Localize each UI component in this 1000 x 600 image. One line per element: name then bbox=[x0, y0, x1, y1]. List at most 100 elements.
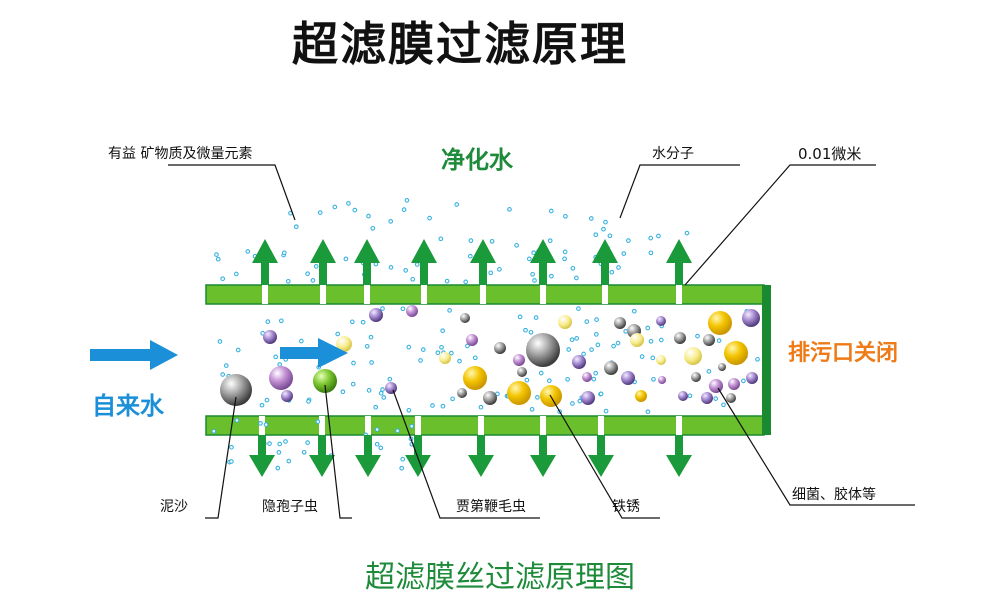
water-dot bbox=[598, 391, 604, 397]
water-dot bbox=[378, 445, 384, 451]
water-dot bbox=[577, 398, 583, 404]
water-dot bbox=[648, 250, 654, 256]
water-dot bbox=[530, 271, 535, 277]
up-arrow-shaft bbox=[261, 262, 269, 285]
up-arrow-icon bbox=[530, 239, 556, 263]
top-pore bbox=[602, 285, 608, 304]
purple-particle bbox=[466, 334, 478, 346]
water-dot bbox=[305, 271, 310, 277]
leader-giardia bbox=[392, 389, 540, 519]
water-dot bbox=[645, 325, 651, 331]
water-dot bbox=[223, 363, 229, 368]
gray-particle bbox=[726, 393, 736, 403]
water-dot bbox=[562, 249, 568, 255]
water-dot bbox=[584, 319, 590, 324]
water-dot bbox=[639, 354, 645, 359]
drain-closed-label: 排污口关闭 bbox=[788, 341, 899, 366]
water-dot bbox=[706, 369, 712, 374]
water-dot bbox=[364, 343, 370, 349]
bottom-pore bbox=[259, 416, 265, 435]
water-dot bbox=[563, 213, 568, 219]
water-dot bbox=[349, 319, 355, 325]
water-dot bbox=[533, 315, 539, 320]
water-dot bbox=[259, 402, 265, 408]
water-dot bbox=[593, 232, 599, 238]
down-arrow-shaft bbox=[414, 435, 422, 457]
water-dot bbox=[594, 317, 599, 322]
water-dot bbox=[528, 329, 534, 335]
label-leader-lines bbox=[168, 164, 915, 519]
water-dot bbox=[211, 428, 217, 434]
bottom-pore bbox=[540, 416, 546, 435]
water-dot bbox=[374, 427, 380, 432]
water-dot bbox=[258, 421, 263, 426]
water-dot bbox=[267, 441, 272, 446]
top-pore bbox=[320, 285, 326, 304]
purple-particle bbox=[701, 392, 713, 404]
water-dot bbox=[656, 233, 661, 239]
cryptosporidium-label: 隐孢子虫 bbox=[262, 499, 318, 515]
water-dot bbox=[214, 252, 219, 257]
water-dot bbox=[449, 350, 454, 356]
water-dot bbox=[378, 390, 384, 396]
water-dot bbox=[532, 278, 537, 283]
water-dot bbox=[406, 344, 412, 350]
water-dot bbox=[648, 235, 654, 241]
down-arrow-icon bbox=[588, 455, 614, 477]
water-dot bbox=[366, 213, 371, 219]
water-dot bbox=[450, 396, 455, 402]
water-dot bbox=[713, 396, 719, 401]
water-dot bbox=[293, 224, 299, 230]
gray-particle bbox=[703, 334, 715, 346]
top-pore bbox=[540, 285, 546, 304]
water-dot bbox=[595, 342, 601, 348]
water-dot bbox=[497, 266, 502, 272]
leader-cryptosporidium bbox=[324, 384, 352, 519]
gray-particle bbox=[457, 388, 467, 398]
up-arrow-shaft bbox=[479, 262, 487, 285]
inflow-arrow-icon bbox=[90, 340, 178, 370]
up-arrow-icon bbox=[252, 239, 278, 263]
up-arrow-shaft bbox=[319, 262, 327, 285]
water-dot bbox=[472, 355, 478, 361]
water-dot bbox=[581, 351, 586, 357]
page-title: 超滤膜过滤原理 bbox=[292, 17, 628, 71]
gray-particle bbox=[718, 363, 726, 371]
water-dot bbox=[574, 275, 579, 281]
water-dot bbox=[478, 404, 484, 410]
water-dot bbox=[410, 276, 416, 282]
up-arrow-shaft bbox=[539, 262, 547, 285]
water-dot bbox=[264, 397, 270, 403]
water-dot bbox=[651, 376, 656, 382]
cream-particle bbox=[558, 315, 572, 329]
down-arrow-shaft bbox=[539, 435, 547, 457]
down-arrow-icon bbox=[666, 455, 692, 477]
water-dot bbox=[514, 242, 519, 248]
up-arrow-icon bbox=[310, 239, 336, 263]
purple-particle bbox=[513, 354, 525, 366]
water-dot bbox=[335, 331, 341, 337]
water-dot bbox=[340, 389, 346, 395]
down-arrow-shaft bbox=[675, 435, 683, 457]
top-pore bbox=[480, 285, 486, 304]
water-dot bbox=[570, 401, 575, 406]
leader-bacteria bbox=[717, 387, 915, 506]
water-dot bbox=[695, 333, 700, 339]
water-dot bbox=[350, 381, 356, 387]
water-dot bbox=[531, 250, 537, 256]
down-arrow-shaft bbox=[318, 435, 326, 457]
water-dot bbox=[507, 207, 512, 212]
water-dot bbox=[447, 308, 452, 313]
gray-particle bbox=[614, 317, 626, 329]
purple-particle bbox=[621, 371, 635, 385]
water-dot bbox=[439, 344, 444, 350]
clean-water-label: 净化水 bbox=[441, 146, 513, 174]
water-dot bbox=[454, 202, 460, 207]
water-dot bbox=[388, 265, 394, 270]
purple-particle bbox=[742, 309, 760, 327]
silt-label: 泥沙 bbox=[160, 499, 188, 515]
water-dot bbox=[380, 387, 385, 392]
water-dot bbox=[547, 238, 553, 244]
water-dot bbox=[562, 256, 567, 262]
tap-water-label: 自来水 bbox=[92, 392, 164, 420]
